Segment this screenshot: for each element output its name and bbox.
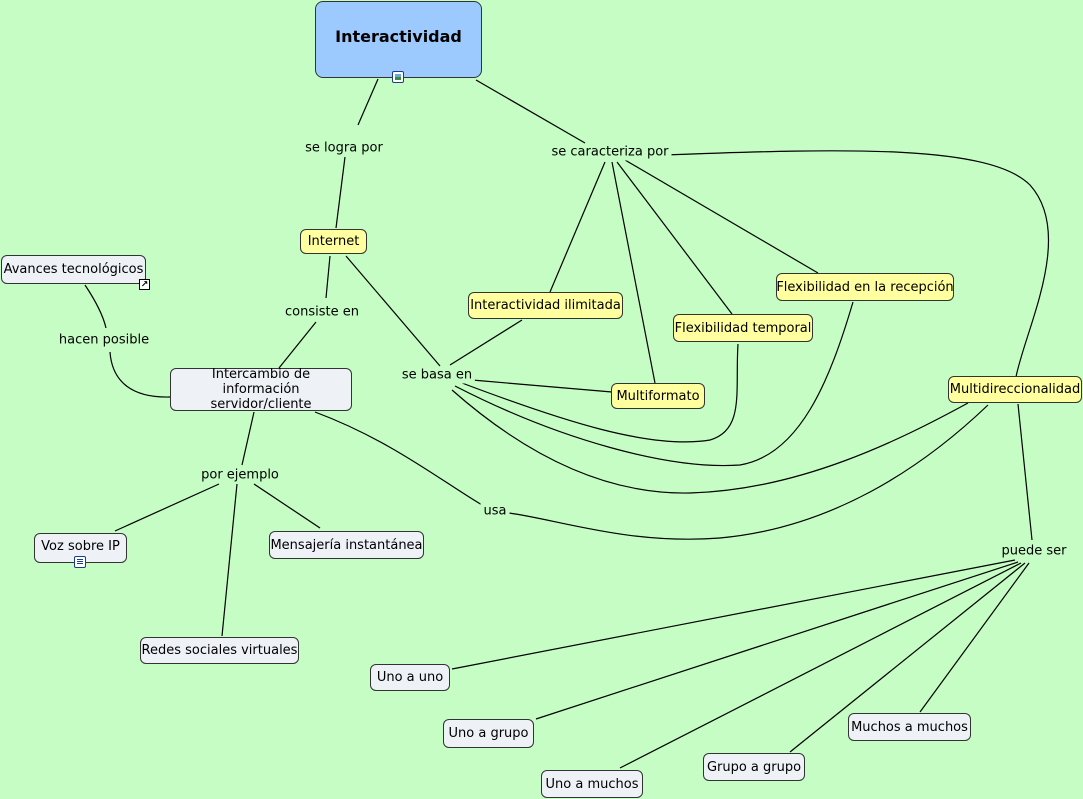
link-multidireccionalidad-puedeser [1017, 403, 1033, 541]
link-ilimitada-sebasa [449, 319, 523, 366]
link-secaracteriza-fltemporal [616, 161, 733, 315]
concept-uno-a-grupo[interactable]: Uno a grupo [443, 719, 534, 748]
link-puedeser-unoagrupo [535, 561, 1019, 720]
link-puedeser-grupoagrupo [789, 562, 1026, 753]
concept-intercambio-label: Intercambio de información servidor/clie… [210, 367, 312, 412]
link-puedeser-unoauno [451, 559, 1016, 670]
link-sebasa-fltemporal [461, 343, 739, 443]
link-root-selogra [357, 78, 379, 126]
concept-intercambio[interactable]: Intercambio de información servidor/clie… [170, 367, 352, 412]
link-secaracteriza-flrecepcion [624, 159, 819, 274]
concept-internet-label: Internet [307, 234, 360, 249]
shortcut-icon[interactable]: ↗ [139, 279, 150, 290]
link-sebasa-flrecepcion [454, 301, 854, 467]
link-avances-hacen [84, 284, 107, 329]
link-usa-multidireccionalidad [508, 404, 989, 540]
concept-voz-sobre-ip-label: Voz sobre IP [41, 538, 120, 554]
concept-avances-tecnologicos[interactable]: Avances tecnológicos [1, 255, 146, 284]
concept-uno-a-muchos[interactable]: Uno a muchos [541, 770, 643, 798]
concept-uno-a-uno-label: Uno a uno [376, 670, 444, 685]
link-secaracteriza-ilimitada [549, 161, 606, 293]
concept-mensajeria[interactable]: Mensajería instantánea [269, 531, 424, 559]
concept-multiformato[interactable]: Multiformato [611, 383, 705, 409]
link-internet-consiste [325, 255, 331, 299]
concept-grupo-a-grupo[interactable]: Grupo a grupo [703, 753, 805, 781]
concept-internet[interactable]: Internet [300, 229, 367, 254]
concept-avances-tecnologicos-label: Avances tecnológicos [3, 262, 144, 277]
link-label-se-basa-en[interactable]: se basa en [398, 366, 476, 384]
concept-flexibilidad-recepcion[interactable]: Flexibilidad en la recepción [776, 273, 954, 301]
link-porejemplo-mensajeria [253, 483, 321, 529]
concept-muchos-a-muchos[interactable]: Muchos a muchos [848, 713, 971, 741]
link-label-puede-ser[interactable]: puede ser [998, 542, 1070, 560]
link-root-secaracteriza [475, 79, 586, 144]
concept-multiformato-label: Multiformato [616, 388, 700, 404]
link-label-usa[interactable]: usa [480, 502, 510, 520]
document-icon[interactable] [74, 556, 86, 568]
concept-redes-sociales-label: Redes sociales virtuales [141, 643, 298, 658]
concept-grupo-a-grupo-label: Grupo a grupo [706, 759, 802, 775]
link-porejemplo-voz [114, 483, 220, 532]
link-internet-sebasa [345, 255, 441, 367]
link-secaracteriza-multidireccionalidad [663, 150, 1049, 378]
concept-interactividad-ilimitada-label: Interactividad ilimitada [470, 298, 621, 313]
link-puedeser-unoamuchos [619, 562, 1022, 769]
concept-uno-a-grupo-label: Uno a grupo [448, 726, 529, 741]
link-label-consiste-en[interactable]: consiste en [282, 303, 362, 321]
concept-multidireccionalidad-label: Multidireccionalidad [949, 382, 1081, 397]
link-sebasa-multiformato [471, 379, 613, 393]
concept-redes-sociales[interactable]: Redes sociales virtuales [140, 637, 299, 664]
concept-uno-a-uno[interactable]: Uno a uno [370, 664, 450, 691]
concept-flexibilidad-temporal-label: Flexibilidad temporal [674, 320, 812, 336]
link-label-se-logra-por[interactable]: se logra por [302, 139, 386, 157]
image-icon[interactable] [392, 71, 404, 83]
link-intercambio-usa [314, 411, 483, 506]
concept-muchos-a-muchos-label: Muchos a muchos [851, 719, 968, 735]
link-label-hacen-posible[interactable]: hacen posible [55, 331, 153, 349]
concept-mensajeria-label: Mensajería instantánea [270, 537, 423, 553]
concept-interactividad[interactable]: Interactividad [315, 1, 482, 78]
concept-interactividad-ilimitada[interactable]: Interactividad ilimitada [468, 292, 623, 319]
concept-flexibilidad-temporal[interactable]: Flexibilidad temporal [673, 314, 813, 342]
link-label-se-caracteriza-por[interactable]: se caracteriza por [548, 143, 672, 161]
concept-uno-a-muchos-label: Uno a muchos [545, 776, 639, 792]
link-sebasa-multidireccionalidad [451, 389, 969, 494]
link-hacen-intercambio [109, 351, 171, 398]
link-puedeser-muchosamuchos [919, 562, 1030, 713]
link-intercambio-porejemplo [241, 411, 255, 466]
concept-multidireccionalidad[interactable]: Multidireccionalidad [948, 376, 1082, 403]
link-consiste-intercambio [278, 321, 317, 369]
link-porejemplo-redes [221, 483, 238, 637]
link-label-por-ejemplo[interactable]: por ejemplo [198, 466, 282, 484]
concept-flexibilidad-recepcion-label: Flexibilidad en la recepción [776, 279, 954, 295]
link-secaracteriza-multiformato [611, 161, 656, 384]
concept-interactividad-label: Interactividad [335, 27, 462, 46]
link-selogra-internet [335, 156, 346, 229]
